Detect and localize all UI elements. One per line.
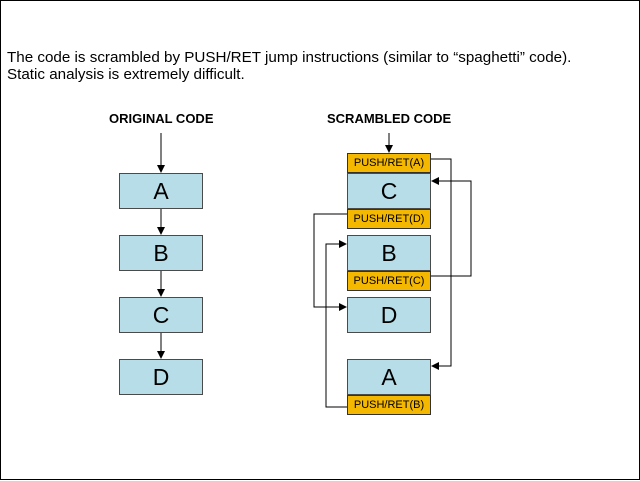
scrambled-tag-push-ret-a: PUSH/RET(A) bbox=[347, 153, 431, 173]
jump-to-b-arrow bbox=[325, 240, 347, 408]
jump-to-a-arrow bbox=[431, 158, 452, 370]
intro-line-2: Static analysis is extremely difficult. bbox=[7, 66, 245, 83]
original-code-title: ORIGINAL CODE bbox=[109, 111, 214, 126]
scrambled-tag-push-ret-d: PUSH/RET(D) bbox=[347, 209, 431, 229]
intro-line-1: The code is scrambled by PUSH/RET jump i… bbox=[7, 49, 572, 66]
original-block-c: C bbox=[119, 297, 203, 333]
scrambled-block-b: B bbox=[347, 235, 431, 271]
scrambled-block-a: A bbox=[347, 359, 431, 395]
jump-to-d-arrow bbox=[313, 213, 347, 311]
scrambled-code-title: SCRAMBLED CODE bbox=[327, 111, 452, 126]
scrambled-tag-push-ret-c: PUSH/RET(C) bbox=[347, 271, 431, 291]
scrambled-block-d: D bbox=[347, 297, 431, 333]
scrambled-tag-push-ret-b: PUSH/RET(B) bbox=[347, 395, 431, 415]
original-block-a: A bbox=[119, 173, 203, 209]
jump-to-c-arrow bbox=[431, 177, 472, 277]
original-block-d: D bbox=[119, 359, 203, 395]
original-block-b: B bbox=[119, 235, 203, 271]
scrambled-block-c: C bbox=[347, 173, 431, 209]
intro-text: The code is scrambled by PUSH/RET jump i… bbox=[7, 49, 571, 83]
